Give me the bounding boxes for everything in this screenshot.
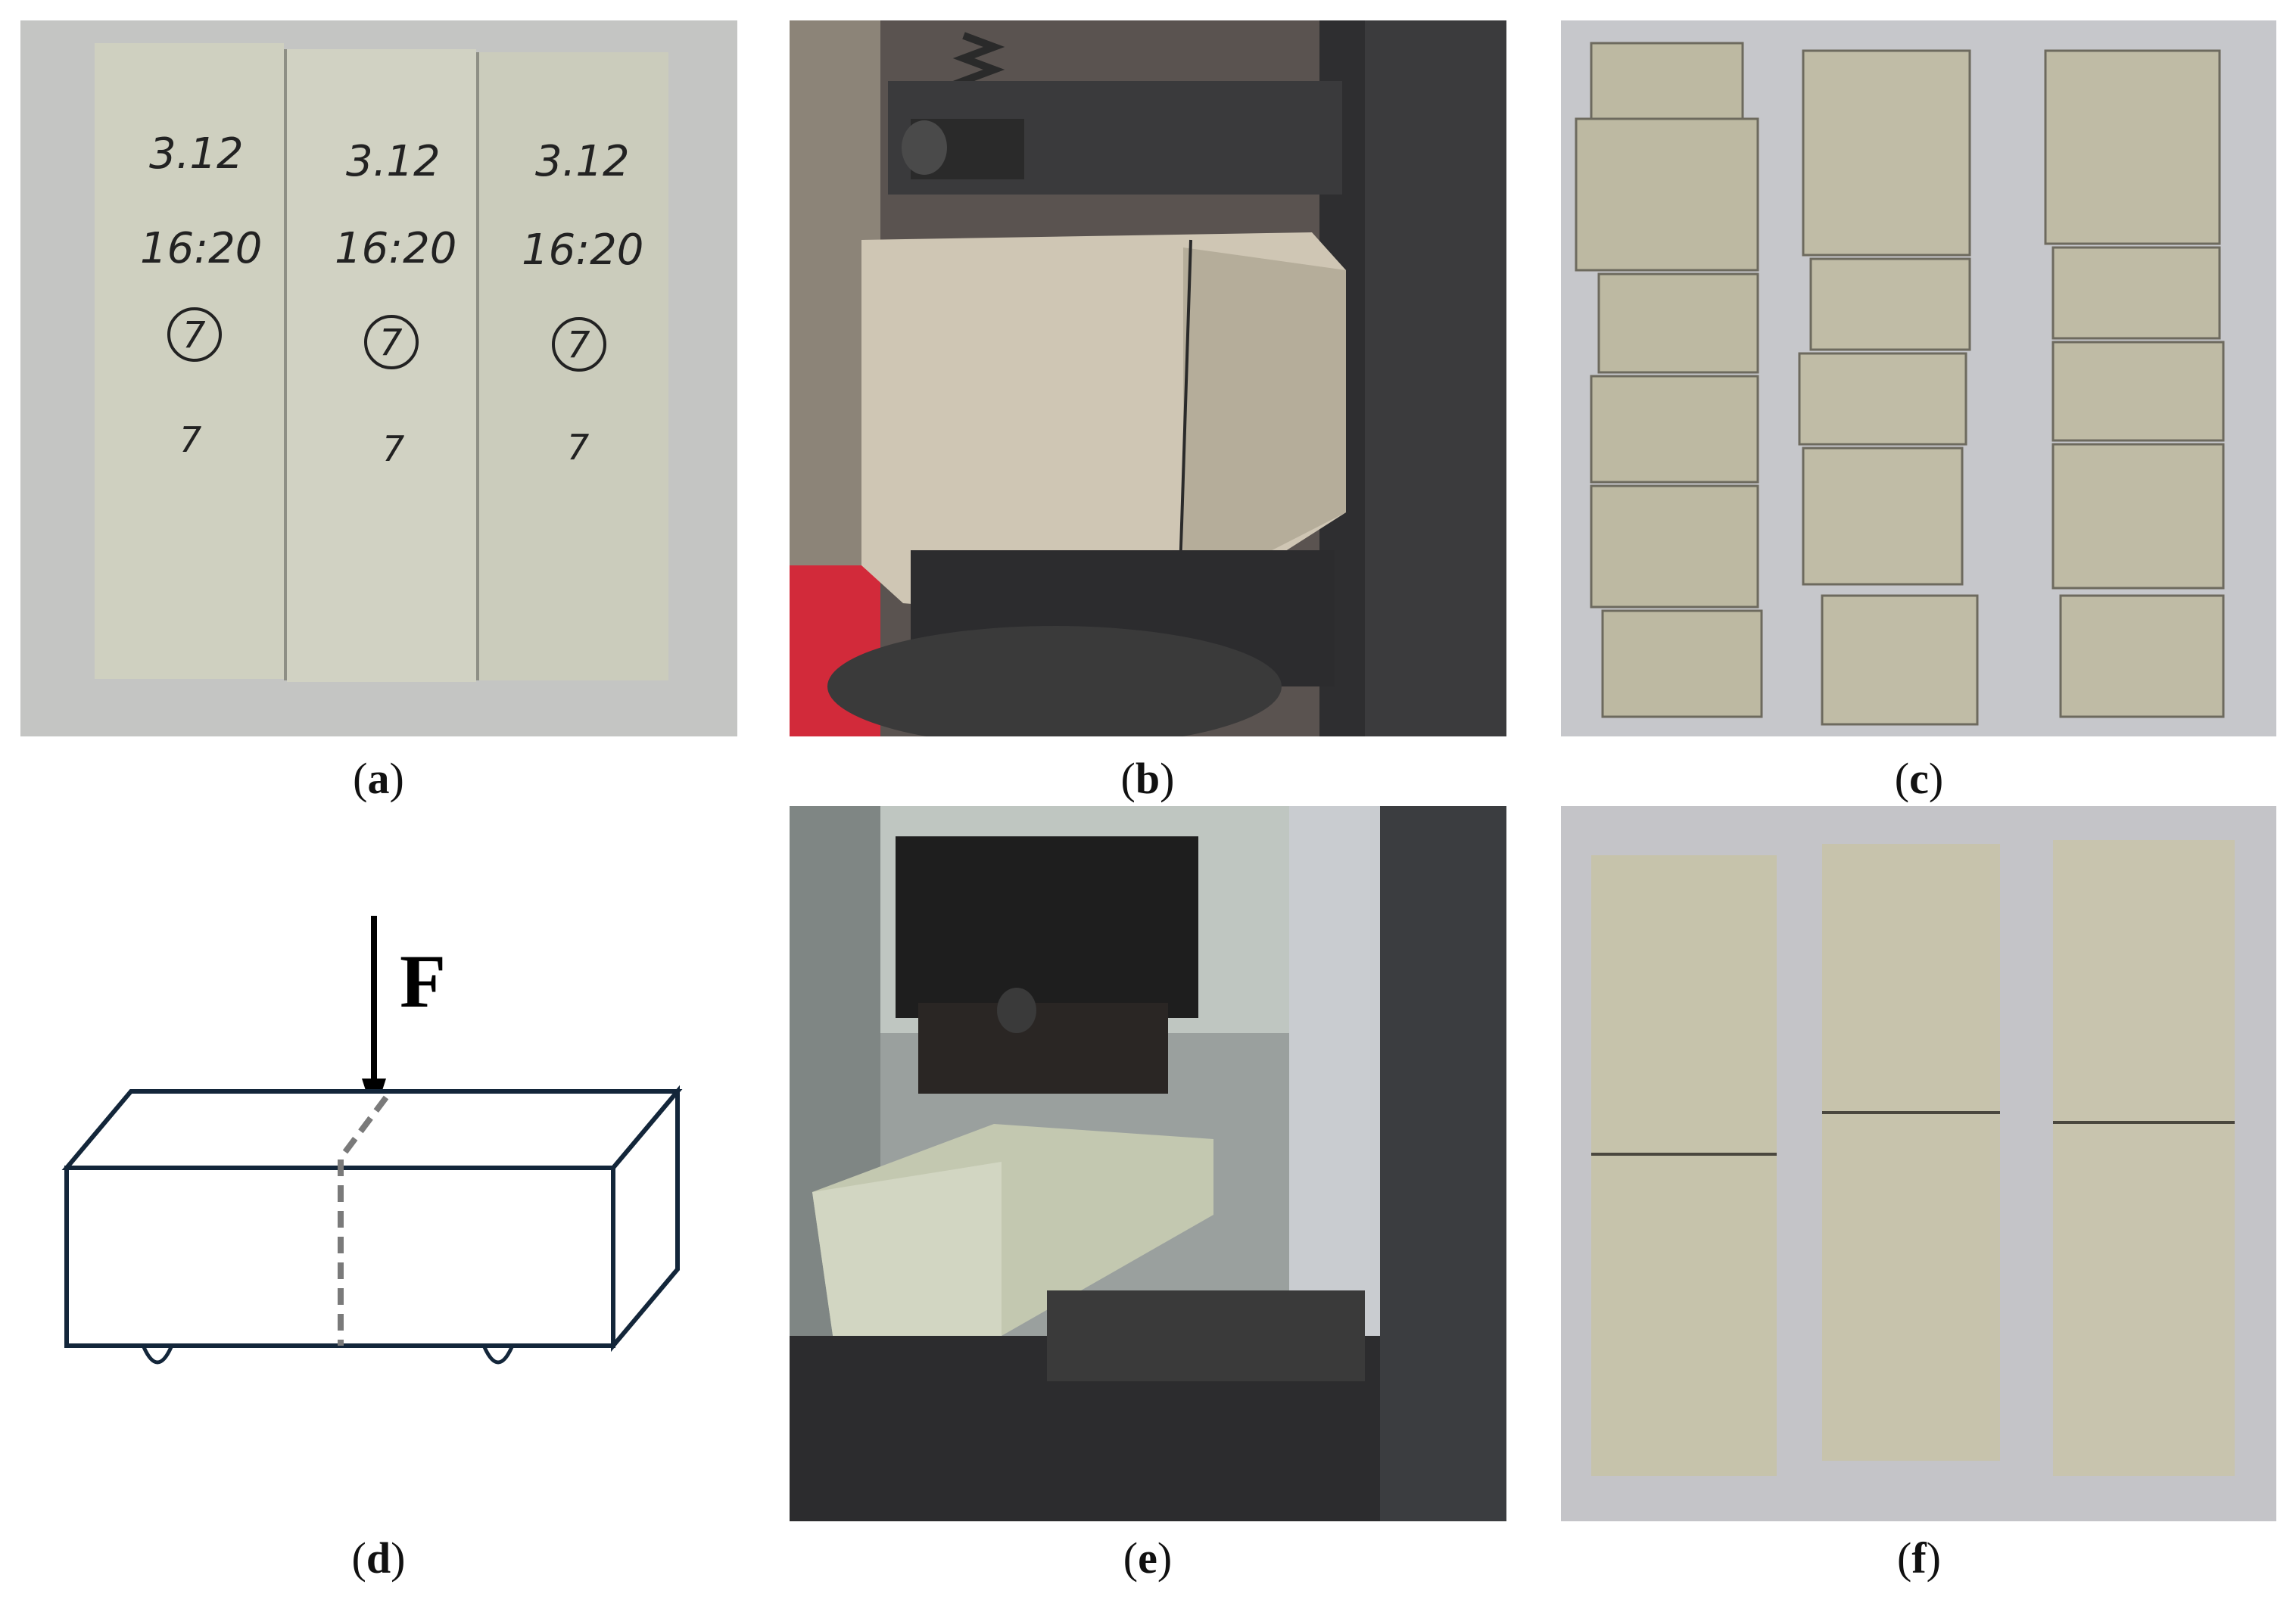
panel-b-photo [790, 20, 1506, 736]
specimen-1-time: 16:20 [140, 224, 262, 273]
right-support [482, 1346, 514, 1365]
caption-c: (c) [1894, 754, 1944, 803]
caption-e: (e) [1123, 1533, 1173, 1583]
caption-a: (a) [353, 754, 404, 803]
panel-e-photo [790, 806, 1506, 1521]
caption-f: (f) [1897, 1533, 1941, 1583]
f-specimen-2 [1822, 844, 2000, 1461]
caption-c-letter: c [1909, 754, 1929, 803]
specimen-1-group: 7 [182, 314, 206, 356]
caption-d-letter: d [366, 1533, 391, 1583]
specimen-3-time: 16:20 [522, 226, 643, 275]
specimen-3-age: 7 [567, 427, 589, 468]
specimen-2-group: 7 [379, 322, 403, 364]
specimen-3-group: 7 [567, 324, 590, 366]
caption-b-letter: b [1135, 754, 1160, 803]
panel-a-photo: 3.12 16:20 7 7 3.12 16:20 7 7 3.12 16:20… [20, 20, 737, 736]
specimen-2-age: 7 [382, 428, 404, 469]
caption-a-letter: a [367, 754, 390, 803]
f-specimen-1 [1591, 855, 1777, 1476]
f-specimen-3 [2053, 840, 2235, 1476]
specimen-2-time: 16:20 [335, 224, 456, 273]
specimen-2-date: 3.12 [346, 137, 441, 186]
specimen-3-date: 3.12 [535, 137, 630, 186]
specimen-1-date: 3.12 [149, 129, 244, 179]
caption-f-letter: f [1911, 1533, 1927, 1583]
specimen-1-age: 7 [179, 419, 201, 460]
panel-f-photo [1561, 806, 2276, 1521]
specimen-3 [479, 52, 668, 680]
left-support [142, 1346, 173, 1365]
panel-d-diagram: F [30, 893, 712, 1385]
caption-e-letter: e [1138, 1533, 1157, 1583]
panel-c-photo [1561, 20, 2276, 736]
force-label: F [400, 939, 446, 1023]
caption-d: (d) [351, 1533, 406, 1583]
caption-b: (b) [1120, 754, 1175, 803]
beam-top-face [61, 1089, 683, 1170]
